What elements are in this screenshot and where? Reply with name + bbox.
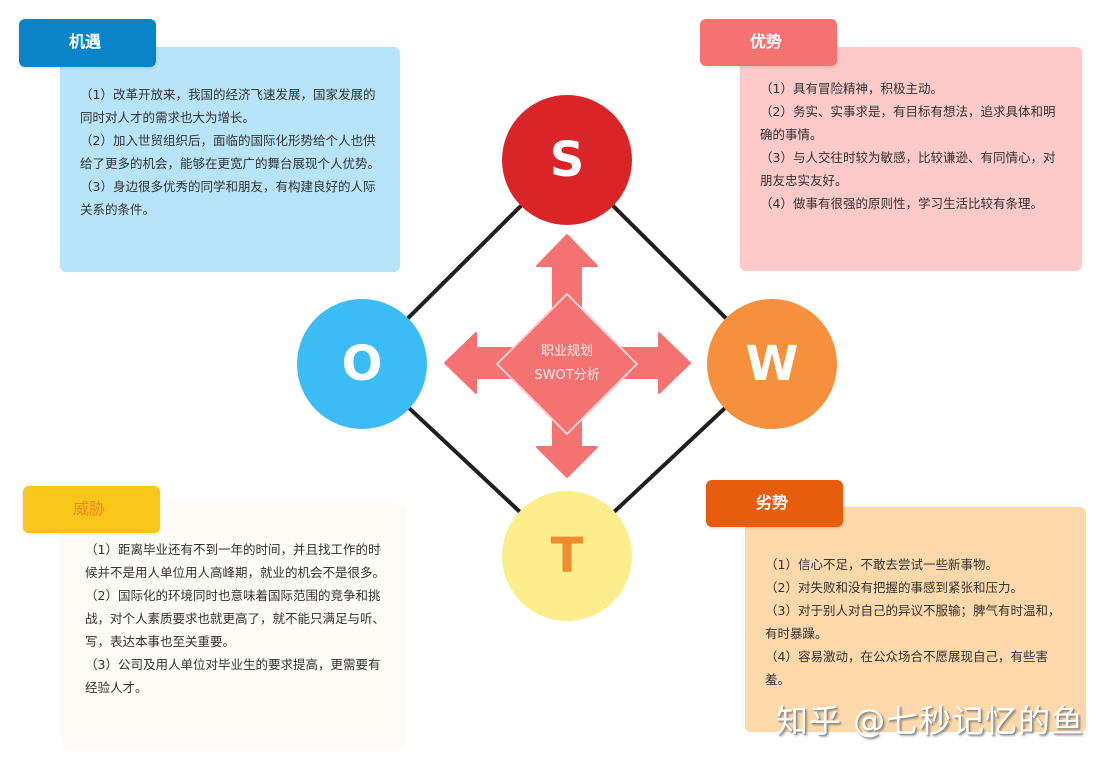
opportunity-item: （2）加入世贸组织后，面临的国际化形势给个人也供给了更多的机会，能够在更宽广的舞…	[80, 133, 381, 171]
center-title: 职业规划	[540, 344, 593, 359]
threat-title: 威胁	[73, 499, 106, 518]
weakness-tag: 劣势	[706, 480, 843, 527]
weakness-item: （4）容易激动，在公众场合不愿展现自己，有些害羞。	[765, 649, 1048, 687]
weakness-circle: W	[707, 299, 837, 429]
strength-item: （4）做事有很强的原则性，学习生活比较有条理。	[760, 196, 1043, 211]
opportunity-letter: O	[341, 336, 383, 392]
threat-card: （1）距离毕业还有不到一年的时间，并且找工作的时候并不是用人单位用人高峰期，就业…	[63, 504, 405, 749]
strength-item: （1）具有冒险精神，积极主动。	[760, 81, 943, 96]
strength-card: （1）具有冒险精神，积极主动。 （2）务实、实事求是，有目标有想法，追求具体和明…	[740, 47, 1082, 271]
opportunity-item: （1）改革开放来，我国的经济飞速发展，国家发展的同时对人才的需求也大为增长。	[80, 87, 376, 125]
threat-letter: T	[550, 528, 584, 584]
opportunity-item: （3）身边很多优秀的同学和朋友，有构建良好的人际关系的条件。	[80, 179, 376, 217]
strength-item: （2）务实、实事求是，有目标有想法，追求具体和明确的事情。	[760, 104, 1056, 142]
four-way-arrow-icon	[444, 234, 691, 478]
threat-item: （1）距离毕业还有不到一年的时间，并且找工作的时候并不是用人单位用人高峰期，就业…	[85, 542, 386, 580]
opportunity-circle: O	[297, 299, 427, 429]
opportunity-tag: 机遇	[19, 19, 156, 67]
weakness-item: （2）对失败和没有把握的事感到紧张和压力。	[765, 580, 1023, 595]
strength-letter: S	[549, 132, 585, 188]
strength-tag: 优势	[700, 19, 837, 66]
opportunity-title: 机遇	[69, 32, 102, 51]
threat-item: （3）公司及用人单位对毕业生的要求提高，更需要有经验人才。	[85, 657, 381, 695]
weakness-title: 劣势	[756, 493, 789, 512]
strength-circle: S	[502, 95, 632, 225]
center-label: 职业规划 SWOT分析	[507, 340, 627, 388]
weakness-item: （1）信心不足，不敢去尝试一些新事物。	[765, 557, 998, 572]
center-subtitle: SWOT分析	[534, 368, 600, 383]
weakness-letter: W	[745, 336, 799, 392]
weakness-card: （1）信心不足，不敢去尝试一些新事物。 （2）对失败和没有把握的事感到紧张和压力…	[745, 507, 1086, 732]
threat-circle: T	[502, 491, 632, 621]
threat-tag: 威胁	[23, 486, 160, 533]
strength-item: （3）与人交往时较为敏感，比较谦逊、有同情心，对朋友忠实友好。	[760, 150, 1056, 188]
threat-item: （2）国际化的环境同时也意味着国际范围的竞争和挑战，对个人素质要求也就更高了，就…	[85, 588, 386, 649]
watermark: 知乎 @七秒记忆的鱼	[776, 702, 1085, 740]
strength-title: 优势	[750, 32, 783, 51]
weakness-item: （3）对于别人对自己的异议不服输；脾气有时温和，有时暴躁。	[765, 603, 1061, 641]
opportunity-card: （1）改革开放来，我国的经济飞速发展，国家发展的同时对人才的需求也大为增长。 （…	[60, 47, 400, 272]
